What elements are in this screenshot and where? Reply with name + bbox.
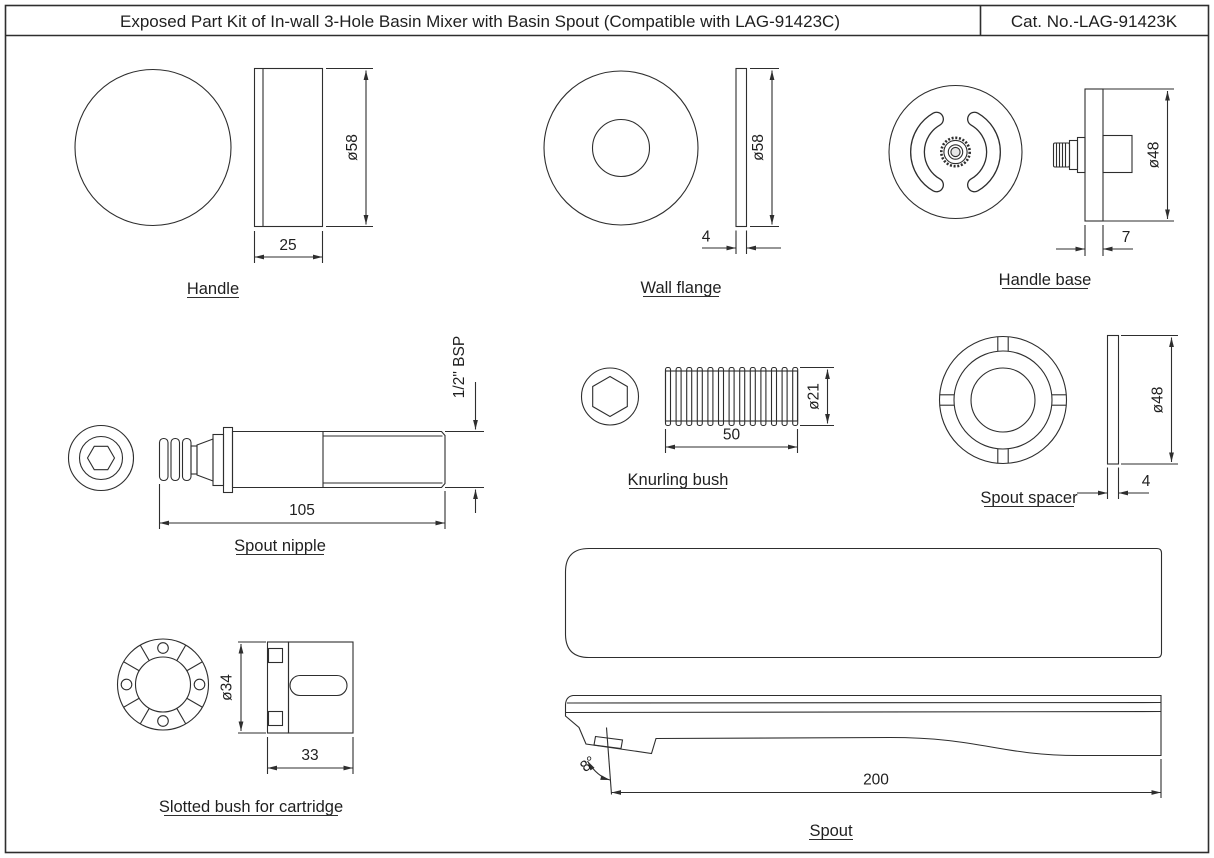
knurling-bush-drawing: ø21 50 Knurling bush bbox=[580, 366, 834, 490]
svg-text:200: 200 bbox=[863, 772, 889, 789]
spout-spacer-thickness-dimension: 4 bbox=[1077, 467, 1151, 499]
slotted-bush-front-view bbox=[116, 638, 210, 731]
svg-text:ø48: ø48 bbox=[1146, 142, 1163, 169]
spout-spacer-front-view bbox=[938, 335, 1068, 465]
spout-nipple-side-view bbox=[158, 426, 446, 494]
slotted-bush-diameter-dimension: ø34 bbox=[219, 641, 266, 734]
spout-spacer-drawing: ø48 4 Spout spacer bbox=[938, 334, 1178, 508]
handle-base-side-view bbox=[1052, 88, 1133, 222]
wall-flange-front-view bbox=[543, 70, 699, 226]
catalog-number: Cat. No.-LAG-91423K bbox=[1011, 12, 1178, 31]
handle-base-label: Handle base bbox=[999, 271, 1092, 289]
svg-text:4: 4 bbox=[1142, 473, 1151, 490]
wall-flange-label: Wall flange bbox=[640, 279, 721, 297]
title-block: Exposed Part Kit of In-wall 3-Hole Basin… bbox=[4, 4, 1210, 854]
handle-front-view bbox=[74, 68, 232, 227]
spout-top-view bbox=[564, 547, 1163, 659]
svg-text:ø34: ø34 bbox=[219, 674, 236, 701]
spout-length-dimension: 200 bbox=[611, 759, 1162, 798]
svg-text:50: 50 bbox=[723, 427, 741, 444]
spout-spacer-side-view bbox=[1106, 334, 1120, 465]
handle-base-thickness-dimension: 7 bbox=[1056, 225, 1133, 256]
spout-nipple-label: Spout nipple bbox=[234, 537, 326, 555]
svg-text:25: 25 bbox=[279, 237, 296, 254]
handle-base-front-view bbox=[888, 84, 1023, 220]
handle-base-diameter-dimension: ø48 bbox=[1103, 88, 1174, 222]
handle-side-view bbox=[253, 67, 324, 228]
wall-flange-diameter-dimension: ø58 bbox=[750, 67, 779, 228]
svg-text:ø58: ø58 bbox=[750, 134, 767, 161]
spout-nipple-drawing: 1/2" BSP 105 Spout nipple bbox=[67, 336, 484, 556]
wall-flange-thickness-dimension: 4 bbox=[702, 229, 781, 254]
spout-nipple-length-dimension: 105 bbox=[158, 484, 446, 529]
slotted-bush-label: Slotted bush for cartridge bbox=[159, 798, 343, 816]
slotted-bush-length-dimension: 33 bbox=[266, 737, 354, 774]
svg-text:ø21: ø21 bbox=[806, 383, 823, 410]
spout-label: Spout bbox=[809, 822, 853, 840]
spout-spacer-label: Spout spacer bbox=[980, 489, 1078, 507]
knurling-bush-length-dimension: 50 bbox=[664, 427, 799, 453]
spout-nipple-front-view bbox=[67, 424, 135, 492]
svg-text:1/2" BSP: 1/2" BSP bbox=[451, 336, 468, 398]
knurling-bush-label: Knurling bush bbox=[628, 471, 729, 489]
svg-text:ø58: ø58 bbox=[344, 134, 361, 161]
svg-text:4: 4 bbox=[702, 229, 711, 246]
sheet-border bbox=[4, 4, 1210, 854]
handle-diameter-dimension: ø58 bbox=[326, 67, 373, 228]
svg-text:ø48: ø48 bbox=[1150, 387, 1167, 414]
knurling-bush-diameter-dimension: ø21 bbox=[800, 366, 834, 427]
handle-drawing: ø58 25 Handle bbox=[74, 67, 373, 299]
spout-nipple-thread-dimension: 1/2" BSP bbox=[445, 336, 484, 513]
wall-flange-side-view bbox=[735, 67, 748, 228]
handle-depth-dimension: 25 bbox=[253, 231, 324, 263]
knurling-bush-side-view bbox=[664, 366, 799, 427]
handle-label: Handle bbox=[187, 280, 239, 298]
spout-spacer-diameter-dimension: ø48 bbox=[1121, 334, 1178, 465]
sheet-title: Exposed Part Kit of In-wall 3-Hole Basin… bbox=[120, 12, 840, 31]
svg-text:33: 33 bbox=[301, 747, 318, 764]
handle-base-drawing: ø48 7 Handle base bbox=[888, 84, 1174, 290]
wall-flange-drawing: ø58 4 Wall flange bbox=[543, 67, 781, 298]
svg-text:7: 7 bbox=[1122, 229, 1131, 246]
slotted-bush-side-view bbox=[266, 641, 354, 734]
slotted-bush-drawing: ø34 33 Slotted bush for cartridge bbox=[116, 638, 354, 817]
spout-drawing: 8° 200 Spout bbox=[564, 547, 1163, 841]
spout-side-view bbox=[564, 694, 1162, 757]
knurling-bush-front-view bbox=[580, 367, 640, 426]
svg-text:105: 105 bbox=[289, 502, 315, 519]
